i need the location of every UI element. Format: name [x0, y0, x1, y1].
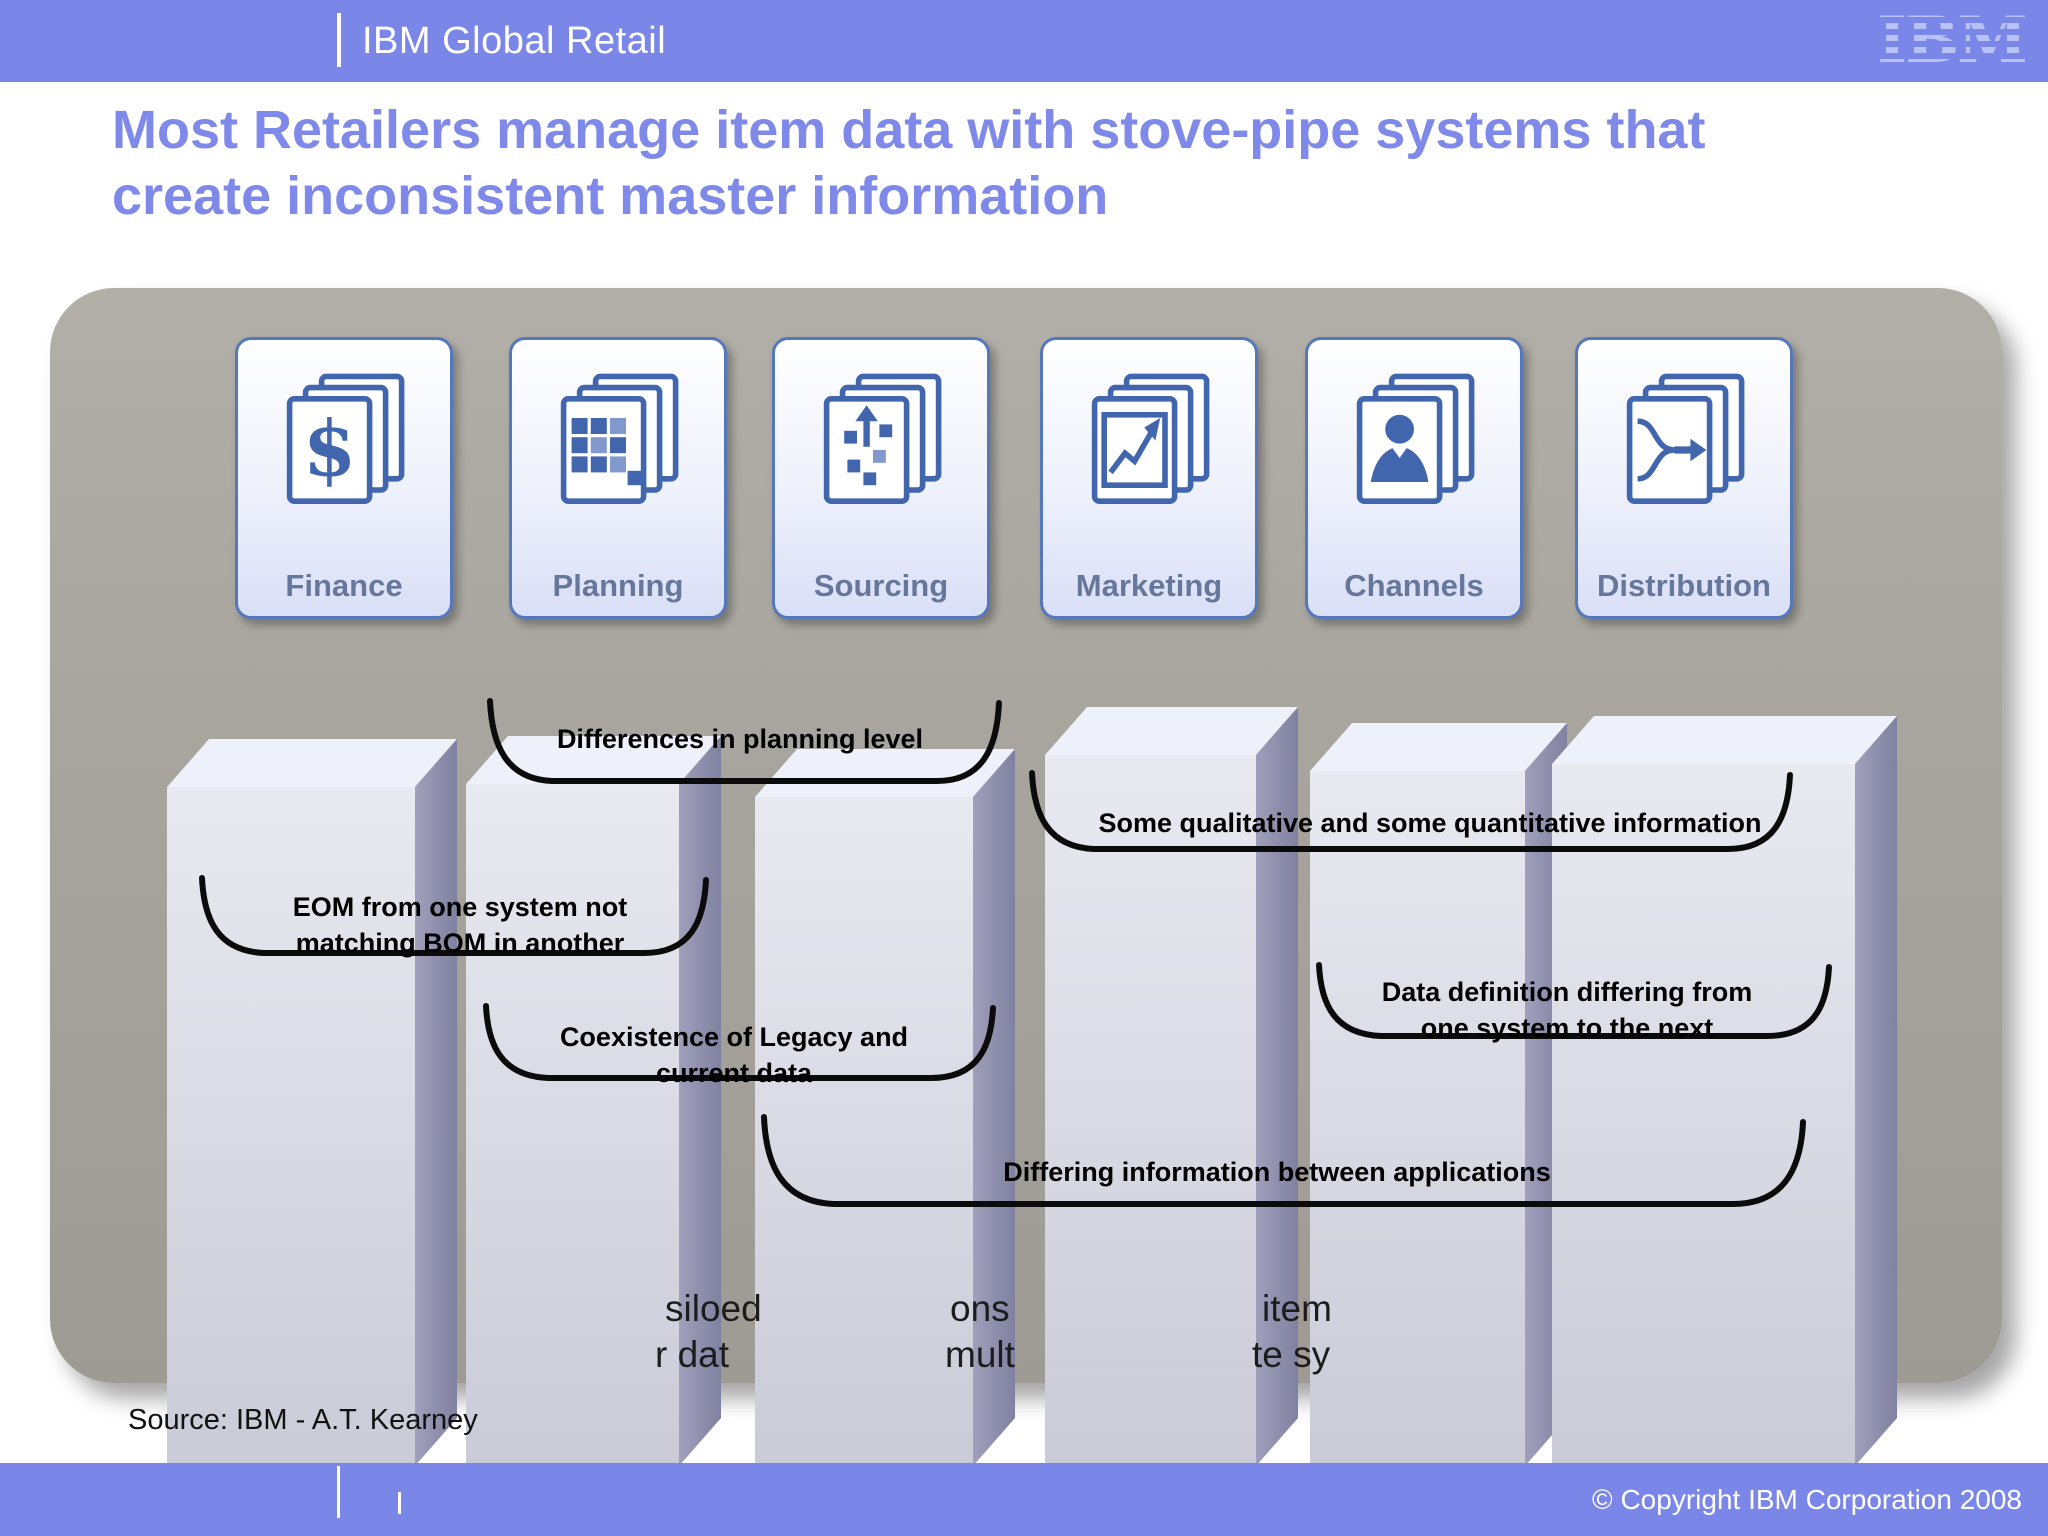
card-sourcing: Sourcing	[772, 337, 990, 619]
card-finance: $ Finance	[235, 337, 453, 619]
hidden-text-fragment: ons	[950, 1288, 1010, 1329]
footer-bar: © Copyright IBM Corporation 2008	[0, 1463, 2048, 1536]
page-title: Most Retailers manage item data with sto…	[112, 100, 1706, 226]
callout-data-definition: Data definition differing from one syste…	[1381, 977, 1753, 1043]
dollar-documents-icon: $	[286, 373, 405, 504]
card-marketing: Marketing	[1040, 337, 1258, 619]
card-channels: Channels	[1305, 337, 1523, 619]
merge-arrow-documents-icon	[1626, 373, 1745, 504]
hidden-text-fragment: te sy	[1252, 1334, 1331, 1375]
card-label-marketing: Marketing	[1075, 568, 1223, 603]
brand-title: IBM Global Retail	[362, 20, 667, 62]
blocks-arrow-documents-icon	[823, 373, 942, 504]
hidden-text-fragment: r dat	[655, 1334, 730, 1375]
card-label-distribution: Distribution	[1597, 568, 1771, 603]
ibm-logo-icon: IBM	[1866, 6, 2028, 76]
card-label-planning: Planning	[552, 568, 684, 603]
card-label-channels: Channels	[1344, 568, 1484, 603]
footer-divider-short	[398, 1492, 401, 1514]
callout-eom-bom: EOM from one system not matching BOM in …	[292, 892, 628, 958]
callout-planning-level: Differences in planning level	[556, 724, 924, 754]
callout-qualitative: Some qualitative and some quantitative i…	[1098, 808, 1762, 838]
card-distribution: Distribution	[1575, 337, 1793, 619]
footer-divider-tall	[337, 1466, 340, 1518]
source-citation: Source: IBM - A.T. Kearney	[128, 1404, 478, 1436]
svg-text:$: $	[303, 405, 356, 495]
card-label-sourcing: Sourcing	[813, 568, 949, 603]
card-planning: Planning	[509, 337, 727, 619]
hidden-text-fragment: item	[1262, 1288, 1332, 1329]
header-bar: IBM Global Retail IBM	[0, 0, 2048, 82]
card-label-finance: Finance	[285, 568, 403, 603]
grid-documents-icon	[560, 373, 679, 504]
callout-differing-info: Differing information between applicatio…	[1003, 1157, 1551, 1187]
copyright-text: © Copyright IBM Corporation 2008	[1592, 1484, 2022, 1515]
callout-legacy-data: Coexistence of Legacy and current data	[559, 1022, 909, 1088]
person-documents-icon	[1356, 373, 1475, 504]
chart-documents-icon	[1091, 373, 1210, 504]
hidden-text-fragment: mult	[945, 1334, 1015, 1375]
header-divider	[337, 13, 341, 67]
hidden-text-fragment: siloed	[665, 1288, 762, 1329]
